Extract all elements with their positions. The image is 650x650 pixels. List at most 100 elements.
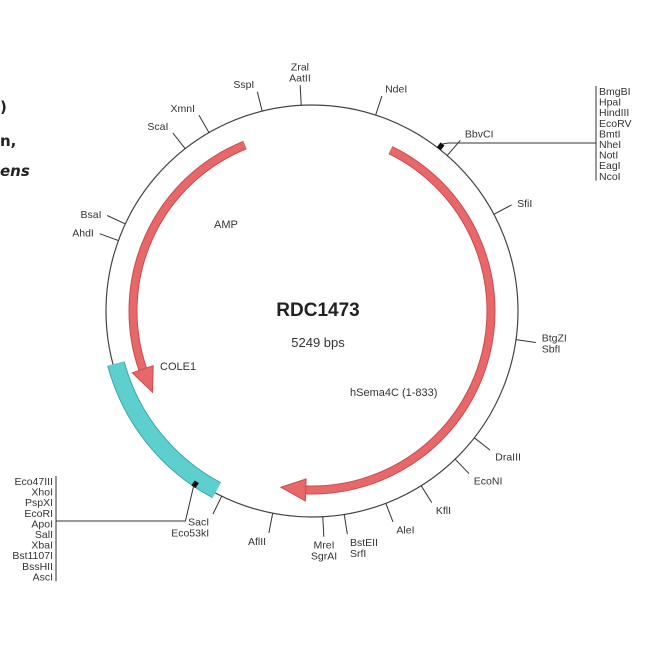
mcs-label-eagi: EagI — [599, 160, 621, 172]
site-tick — [322, 516, 325, 537]
site-tick — [256, 91, 263, 112]
plasmid-backbone — [105, 104, 519, 518]
site-label-ndei: NdeI — [385, 83, 407, 95]
mcs-label-nhei: NheI — [599, 139, 621, 151]
mcs-label-ecori: EcoRI — [24, 508, 53, 520]
side-text-line-1: ) — [0, 98, 7, 116]
restriction-site: BsaI — [81, 209, 126, 225]
site-tick — [198, 115, 210, 133]
restriction-site: SspI — [233, 79, 263, 112]
mcs-label-apoi: ApoI — [31, 518, 53, 530]
restriction-site: XmnI — [170, 103, 210, 133]
mcs-marker — [191, 480, 199, 489]
site-label-aatii: AatII — [289, 72, 311, 84]
feature-cole1-outline — [107, 361, 221, 499]
feature-hsema4c — [305, 146, 495, 494]
site-label-sfii: SfiI — [517, 198, 532, 210]
mcs-label-bmgbi: BmgBI — [599, 86, 631, 98]
restriction-site: AleI — [385, 503, 415, 537]
site-label-scai: ScaI — [147, 121, 168, 133]
mcs-label-ncoi: NcoI — [599, 171, 621, 183]
site-tick — [268, 513, 274, 533]
mcs-label-asci: AscI — [33, 571, 53, 583]
site-tick — [420, 485, 433, 503]
site-tick — [212, 495, 223, 515]
mcs-label-hindiii: HindIII — [599, 107, 629, 119]
mcs-label-bsshii: BssHII — [22, 561, 53, 573]
feature-label-cole1: COLE1 — [160, 361, 196, 373]
mcs-label-bst1107i: Bst1107I — [12, 550, 53, 562]
feature-cole1 — [108, 361, 221, 498]
site-tick — [474, 437, 491, 451]
site-label-saci: SacI — [188, 517, 209, 529]
site-tick — [106, 215, 126, 225]
site-label-alei: AleI — [396, 525, 414, 537]
site-tick — [454, 458, 470, 474]
site-tick — [299, 85, 302, 106]
site-label-sbfi: SbfI — [542, 344, 561, 356]
restriction-site: AhdI — [72, 227, 119, 242]
mcs-bottom: Eco47IIIXhoIPspXIEcoRIApoISalIXbaIBst110… — [12, 476, 199, 583]
mcs-label-pspxi: PspXI — [25, 497, 53, 509]
site-label-draiii: DraIII — [495, 452, 521, 464]
mcs-leader — [56, 486, 194, 522]
features-layer — [107, 140, 496, 502]
site-tick — [385, 503, 394, 523]
mcs-label-ecorv: EcoRV — [599, 118, 632, 130]
restriction-site: SfiI — [493, 198, 532, 215]
restriction-site: ScaI — [147, 121, 186, 149]
mcs-label-xhoi: XhoI — [31, 487, 53, 499]
side-text-line-2: n, — [0, 132, 17, 150]
site-tick — [493, 204, 512, 215]
side-text-line-3: ens — [0, 162, 30, 180]
feature-label-amp: AMP — [214, 219, 238, 231]
mcs-leader — [442, 142, 596, 145]
site-label-aflii: AflII — [248, 536, 266, 548]
restriction-site: AflII — [248, 513, 274, 548]
feature-amp — [129, 141, 247, 371]
site-label-ahdi: AhdI — [72, 227, 94, 239]
site-label-srfi: SrfI — [350, 548, 366, 560]
mcs-top: BmgBIHpaIHindIIIEcoRVBmtINheINotIEagINco… — [436, 86, 632, 183]
plasmid-name: RDC1473 — [276, 300, 359, 321]
site-label-bsteii: BstEII — [350, 537, 378, 549]
site-label-btgzi: BtgZI — [542, 333, 567, 345]
mcs-label-sali: SalI — [35, 529, 53, 541]
restriction-site: BbvCI — [446, 128, 494, 156]
restriction-site: NdeI — [375, 83, 407, 116]
site-label-sspi: SspI — [233, 79, 254, 91]
restriction-site: EcoNI — [454, 458, 503, 487]
site-label-bsai: BsaI — [81, 209, 102, 221]
mcs-label-eco47iii: Eco47III — [14, 476, 53, 488]
site-label-mrei: MreI — [314, 540, 335, 552]
restriction-site: DraIII — [474, 437, 521, 464]
feature-label-hsema4c: hSema4C (1-833) — [350, 387, 437, 399]
site-label-bbvci: BbvCI — [465, 128, 494, 140]
site-label-eco53ki: Eco53kI — [171, 528, 209, 540]
mcs-label-xbai: XbaI — [31, 540, 53, 552]
site-tick — [375, 95, 383, 116]
mcs-marker — [436, 142, 445, 151]
mcs-label-noti: NotI — [599, 150, 618, 162]
site-tick — [172, 132, 186, 149]
site-tick — [343, 514, 348, 535]
site-label-xmni: XmnI — [170, 103, 195, 115]
mcs-layer: BmgBIHpaIHindIIIEcoRVBmtINheINotIEagINco… — [12, 86, 632, 583]
mcs-label-bmti: BmtI — [599, 128, 621, 140]
mcs-label-hpai: HpaI — [599, 97, 621, 109]
site-label-kfli: KflI — [436, 505, 451, 517]
restriction-site: KflI — [420, 485, 451, 517]
site-tick — [99, 233, 119, 242]
plasmid-size: 5249 bps — [291, 335, 345, 350]
site-label-econi: EcoNI — [474, 475, 503, 487]
feature-hsema4c-arrowhead — [279, 478, 307, 502]
site-tick — [515, 339, 536, 343]
site-label-zral: Zral — [291, 61, 309, 73]
site-label-sgrai: SgrAI — [311, 551, 337, 563]
